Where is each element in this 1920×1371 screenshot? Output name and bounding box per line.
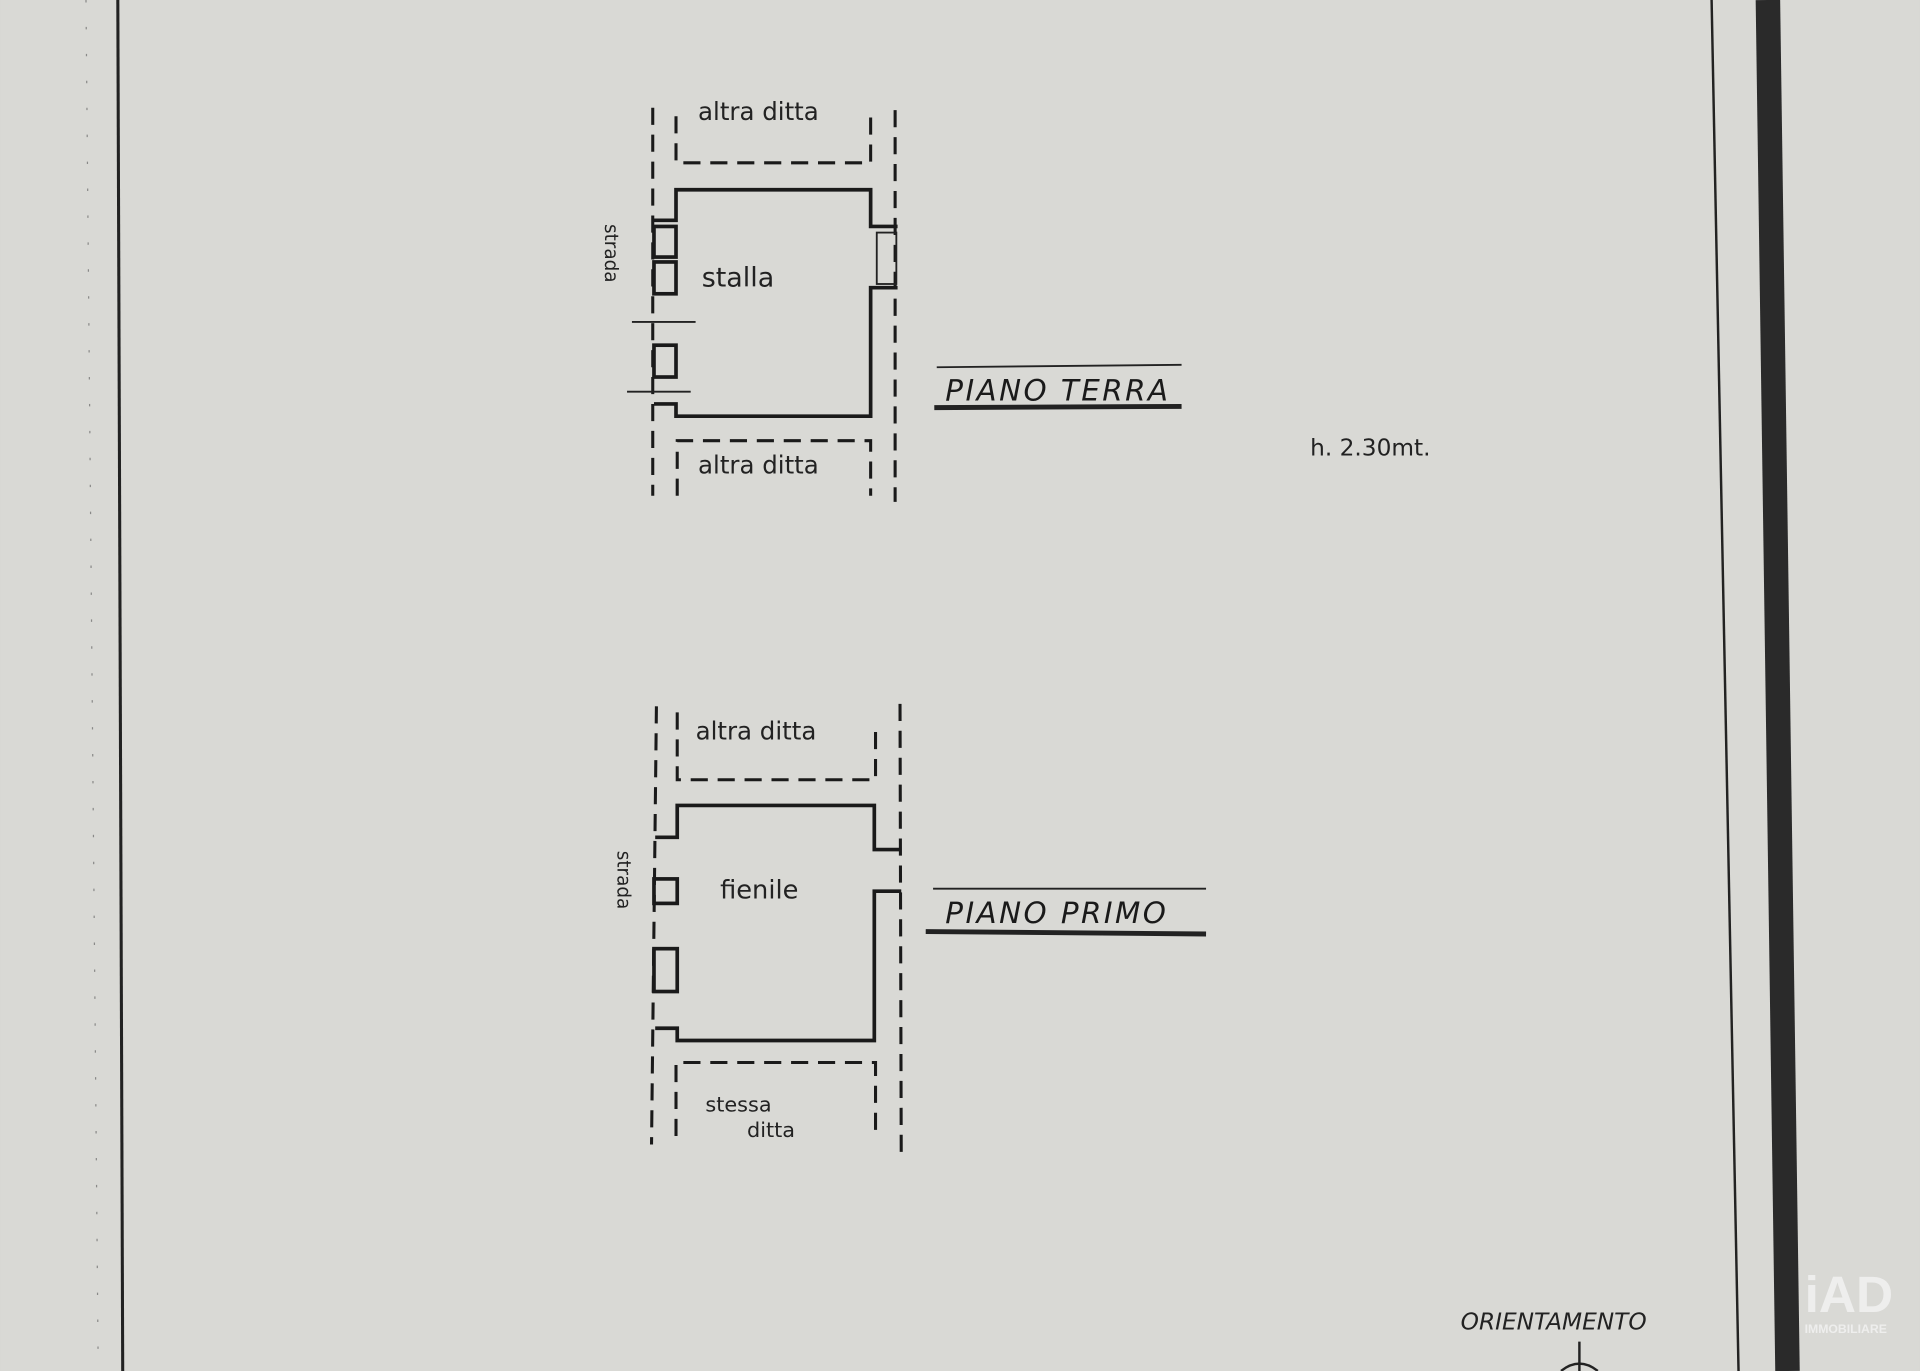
ground-street-label: strada [600, 224, 621, 282]
first-bottom-neighbor-line1: stessa [705, 1092, 771, 1116]
ground-floor-plan: altra ditta stalla strada altra ditta PI… [600, 97, 1431, 502]
first-street-label: strada [612, 851, 633, 909]
first-floor-title: PIANO PRIMO [945, 896, 1168, 930]
right-border-line [1710, 0, 1740, 1371]
first-floor-plan: altra ditta fienile strada stessa ditta … [612, 703, 1207, 1161]
first-room-label: fienile [720, 875, 798, 905]
first-bottom-neighbor-line2: ditta [747, 1118, 795, 1142]
iad-watermark-logo: iAD IMMOBILIARE [1805, 1265, 1894, 1336]
left-border-line [116, 0, 125, 1371]
height-note: h. 2.30mt. [1310, 434, 1430, 461]
ground-room-label: stalla [702, 262, 775, 293]
ground-floor-title: PIANO TERRA [945, 373, 1170, 407]
ground-bottom-neighbor-label: altra ditta [698, 451, 819, 480]
watermark-brand: iAD [1805, 1265, 1894, 1323]
orientation-label: ORIENTAMENTO [1461, 1308, 1647, 1335]
watermark-subtitle: IMMOBILIARE [1805, 1322, 1887, 1336]
ground-top-neighbor-label: altra ditta [698, 97, 819, 126]
first-top-neighbor-label: altra ditta [696, 716, 817, 745]
right-thick-border [1755, 0, 1800, 1371]
